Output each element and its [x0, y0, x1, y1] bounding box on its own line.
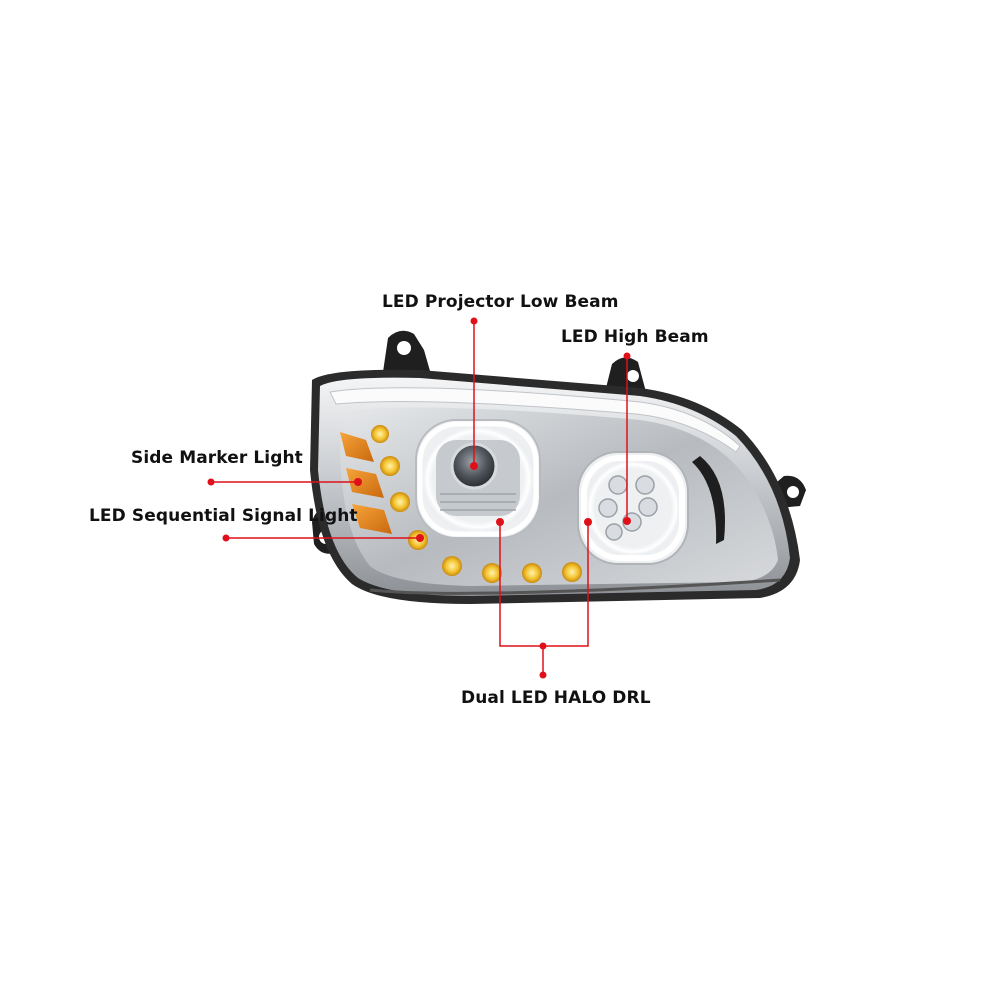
mounting-bracket-top-right: [605, 357, 646, 392]
label-side-marker-light: Side Marker Light: [131, 448, 303, 468]
high-beam-module: [577, 451, 725, 565]
sequential-signal-leds: [371, 425, 582, 583]
label-led-high-beam: LED High Beam: [561, 327, 709, 347]
side-marker-light: [340, 432, 392, 534]
leader-dots: [207, 317, 631, 679]
low-beam-projector: [415, 419, 541, 539]
label-led-projector-low-beam: LED Projector Low Beam: [382, 292, 619, 312]
label-led-sequential-signal-light: LED Sequential Signal Light: [89, 506, 358, 526]
mounting-bracket-top-left: [383, 330, 432, 378]
label-dual-led-halo-drl: Dual LED HALO DRL: [461, 688, 651, 708]
